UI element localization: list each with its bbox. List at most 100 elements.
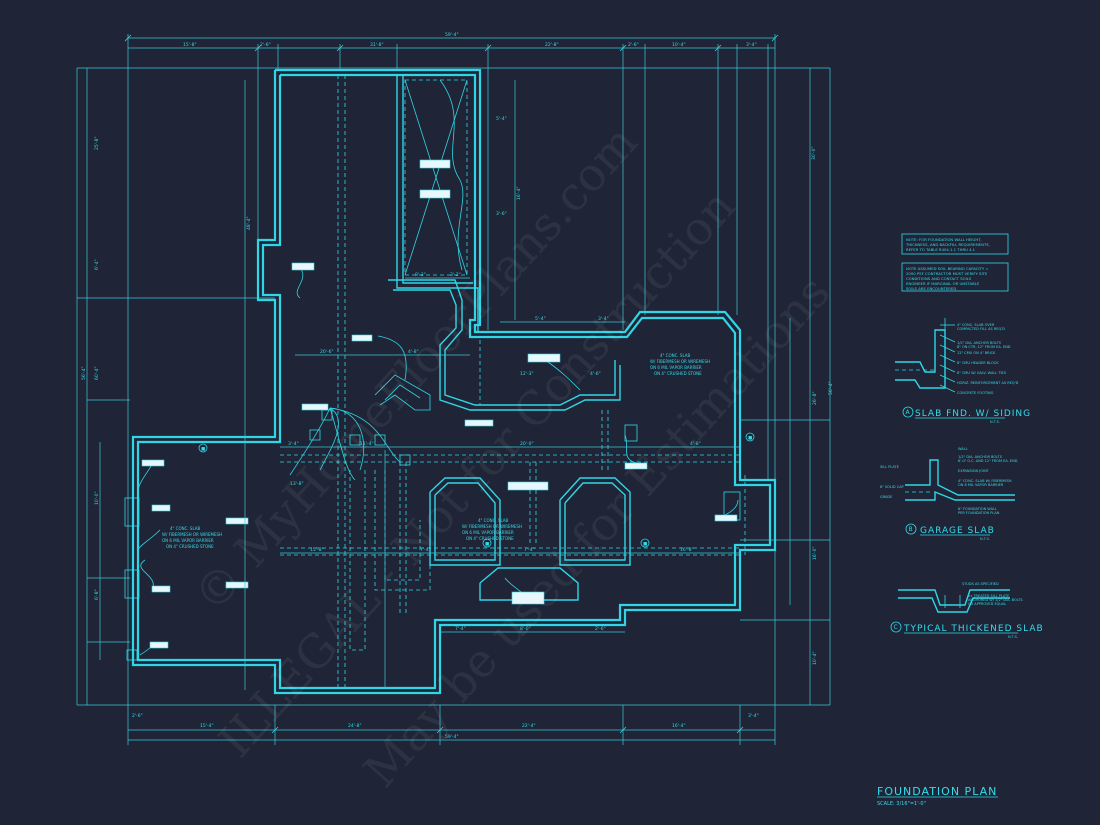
detail-b-title: GARAGE SLAB [920, 526, 995, 536]
svg-text:5'-4": 5'-4" [535, 316, 546, 322]
svg-text:4" CONC. SLAB OVER: 4" CONC. SLAB OVER [957, 323, 995, 327]
detail-b-garage-slab: WALL SILL PLATE 1/2" DIA. ANCHOR BOLTS6'-… [880, 447, 1018, 541]
svg-text:56'-4": 56'-4" [828, 381, 834, 395]
svg-text:8" CMU HEADER BLOCK: 8" CMU HEADER BLOCK [957, 361, 999, 365]
svg-text:THICKNESS, AND BACKFILL REQUIR: THICKNESS, AND BACKFILL REQUIREMENTS, [905, 242, 990, 247]
svg-text:59'-4": 59'-4" [445, 32, 459, 38]
svg-text:ON 6 MIL VAPOR BARRIER: ON 6 MIL VAPOR BARRIER [462, 530, 514, 535]
svg-text:2'-6": 2'-6" [260, 42, 271, 48]
svg-text:59'-4": 59'-4" [445, 734, 459, 740]
svg-text:6'-8": 6'-8" [94, 589, 100, 600]
svg-text:15'-4": 15'-4" [200, 723, 214, 729]
svg-text:ON 4" CRUSHED STONE: ON 4" CRUSHED STONE [466, 536, 514, 541]
svg-text:■: ■ [748, 436, 752, 441]
svg-text:5'-4": 5'-4" [496, 116, 507, 122]
plan-scale: SCALE: 3/16"=1'-0" [877, 801, 926, 807]
svg-text:PER FOUNDATION PLAN: PER FOUNDATION PLAN [958, 511, 1000, 515]
svg-text:N.T.S.: N.T.S. [980, 537, 990, 541]
svg-text:3'-6": 3'-6" [496, 211, 507, 217]
svg-text:13'-8": 13'-8" [290, 481, 304, 487]
callout-tags [141, 159, 738, 649]
detail-a-title: SLAB FND. W/ SIDING [915, 409, 1031, 419]
svg-text:2000 PSF CONTRACTOR MUST VERIF: 2000 PSF CONTRACTOR MUST VERIFY SITE [906, 271, 988, 276]
svg-text:2'-6": 2'-6" [595, 626, 606, 632]
svg-text:4" CONC. SLAB: 4" CONC. SLAB [170, 526, 201, 531]
svg-text:SILL PLATE: SILL PLATE [880, 465, 899, 469]
dimension-lines: 15'-8" 2'-6" 31'-8" 22'-8" 2'-6" 10'-4" 3'-… [76, 32, 831, 745]
svg-text:NOTE: FOR FOUNDATION WALL HEIG: NOTE: FOR FOUNDATION WALL HEIGHT, [906, 237, 982, 242]
svg-text:4" CONC. SLAB: 4" CONC. SLAB [660, 353, 691, 358]
svg-text:3'-4": 3'-4" [598, 316, 609, 322]
interior-dimensions: 3'-4"11'-4" 20'-0"4'-8" 15'-8"7'-4" 7'-4… [81, 80, 834, 690]
svg-text:20'-6": 20'-6" [320, 349, 334, 355]
svg-text:22'-8": 22'-8" [545, 42, 559, 48]
svg-text:10'-4": 10'-4" [812, 651, 818, 665]
svg-text:1/2" DIA. ANCHOR BOLTS: 1/2" DIA. ANCHOR BOLTS [958, 455, 1003, 459]
svg-text:CONCRETE FOOTING: CONCRETE FOOTING [957, 391, 994, 395]
svg-text:12'-3": 12'-3" [520, 371, 534, 377]
detail-c-title: TYPICAL THICKENED SLAB [903, 624, 1044, 634]
svg-text:8'-0": 8'-0" [520, 626, 531, 632]
svg-text:56'-4": 56'-4" [81, 366, 87, 380]
svg-text:6'-4": 6'-4" [94, 259, 100, 270]
svg-text:8" FOUNDATION WALL: 8" FOUNDATION WALL [958, 507, 997, 511]
svg-text:2'-6": 2'-6" [628, 42, 639, 48]
svg-text:7'-4": 7'-4" [524, 547, 535, 553]
svg-text:25'-8": 25'-8" [94, 136, 100, 150]
svg-text:WALL: WALL [958, 447, 968, 451]
svg-text:ON 4" CRUSHED STONE: ON 4" CRUSHED STONE [654, 371, 702, 376]
svg-text:4" CONC. SLAB: 4" CONC. SLAB [478, 518, 509, 523]
svg-text:2x TREATED SILL PLATE: 2x TREATED SILL PLATE [968, 594, 1009, 598]
svg-text:4'-6": 4'-6" [590, 371, 601, 377]
svg-text:6'-0" O.C. AND 12" FROM EA. EN: 6'-0" O.C. AND 12" FROM EA. END [958, 459, 1018, 463]
svg-text:30'-0": 30'-0" [811, 146, 817, 160]
svg-text:8" SOLID CAP: 8" SOLID CAP [880, 485, 904, 489]
svg-text:3'-4": 3'-4" [748, 713, 759, 719]
svg-text:10'-0": 10'-0" [94, 491, 100, 505]
svg-text:48'-4": 48'-4" [246, 216, 252, 230]
svg-text:16'-8": 16'-8" [680, 547, 694, 553]
svg-text:ON 4" CRUSHED STONE: ON 4" CRUSHED STONE [166, 544, 214, 549]
svg-text:8" CMU W/ GALV. WALL TIES: 8" CMU W/ GALV. WALL TIES [957, 371, 1007, 375]
foundation-walls: ■■■■ [124, 68, 777, 695]
svg-text:3'-2": 3'-2" [450, 272, 461, 278]
svg-text:16'-4": 16'-4" [672, 723, 686, 729]
svg-text:4" CONC. SLAB W/ FIBERMESH: 4" CONC. SLAB W/ FIBERMESH [958, 479, 1012, 483]
general-notes: NOTE: FOR FOUNDATION WALL HEIGHT, THICKN… [901, 233, 1009, 292]
svg-text:3'-4": 3'-4" [746, 42, 757, 48]
svg-text:20'-0": 20'-0" [520, 441, 534, 447]
svg-text:NOTE ASSUMED SOIL BEARING CAPA: NOTE ASSUMED SOIL BEARING CAPACITY = [906, 266, 989, 271]
svg-text:31'-8": 31'-8" [370, 42, 384, 48]
svg-text:ON 6 MIL VAPOR BARRIER: ON 6 MIL VAPOR BARRIER [650, 365, 702, 370]
svg-text:W/ FIBERMESH OR WIREMESH: W/ FIBERMESH OR WIREMESH [650, 359, 710, 364]
svg-text:W/ FIBERMESH OR WIREMESH: W/ FIBERMESH OR WIREMESH [462, 524, 522, 529]
svg-text:ANCHORED W/ 1/2" DIA. BOLTS: ANCHORED W/ 1/2" DIA. BOLTS [968, 598, 1023, 602]
svg-text:CONDITIONS AND CONTACT SOILS: CONDITIONS AND CONTACT SOILS [906, 276, 972, 281]
svg-text:8" ON CTR, 12" FROM EA. END: 8" ON CTR, 12" FROM EA. END [957, 345, 1011, 349]
svg-text:11'-4": 11'-4" [360, 441, 374, 447]
svg-text:4'-8": 4'-8" [408, 349, 419, 355]
svg-text:N.T.S.: N.T.S. [990, 420, 1000, 424]
svg-text:4'-8": 4'-8" [690, 441, 701, 447]
svg-text:22'-4": 22'-4" [522, 723, 536, 729]
svg-text:ON 6 MIL VAPOR BARRIER: ON 6 MIL VAPOR BARRIER [958, 483, 1004, 487]
svg-text:ON 6 MIL VAPOR BARRIER: ON 6 MIL VAPOR BARRIER [162, 538, 214, 543]
svg-text:2'-6": 2'-6" [132, 713, 143, 719]
plan-title-block: FOUNDATION PLAN SCALE: 3/16"=1'-0" [877, 785, 998, 807]
svg-text:10'-4": 10'-4" [672, 42, 686, 48]
svg-text:GRADE: GRADE [880, 495, 892, 499]
svg-text:16'-0": 16'-0" [812, 546, 818, 560]
svg-text:HORIZ. REINFORCEMENT AS REQ'D: HORIZ. REINFORCEMENT AS REQ'D [957, 381, 1019, 385]
svg-text:■: ■ [485, 542, 489, 547]
svg-text:15'-8": 15'-8" [183, 42, 197, 48]
svg-text:12" CMU ON 4" BRICK: 12" CMU ON 4" BRICK [957, 351, 996, 355]
svg-text:COMPACTED FILL AS REQ'D: COMPACTED FILL AS REQ'D [957, 327, 1005, 331]
detail-b-mark: B [909, 526, 913, 533]
detail-a-mark: A [906, 409, 911, 416]
svg-text:7'-4": 7'-4" [420, 547, 431, 553]
svg-text:16'-4": 16'-4" [516, 186, 522, 200]
svg-text:60'-4": 60'-4" [94, 366, 100, 380]
